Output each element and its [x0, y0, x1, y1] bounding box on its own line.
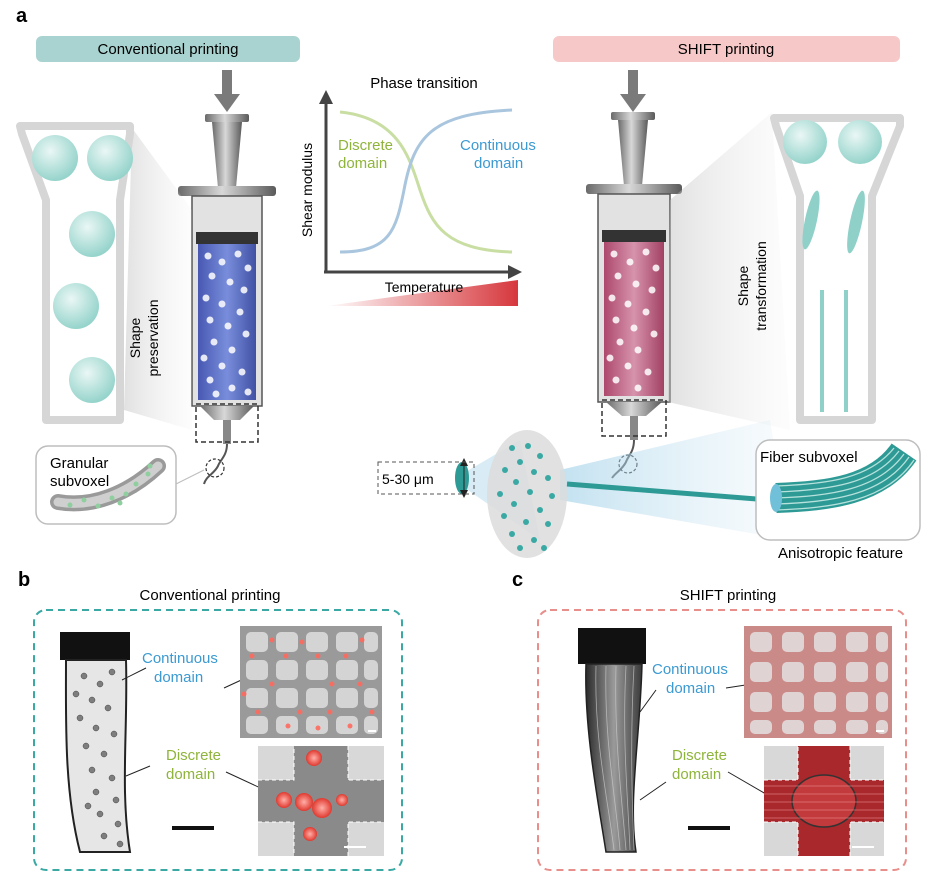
- cross-section-disc: [487, 430, 567, 558]
- discrete-domain-curve: [339, 110, 513, 254]
- continuous-domain-curve: [339, 108, 513, 254]
- discrete-label-1: Discrete: [338, 137, 393, 154]
- magnification-cone-right: [668, 112, 790, 430]
- discrete-label-2: domain: [338, 155, 387, 172]
- fiber-end-ellipse: [455, 462, 469, 494]
- nozzle-zoom-box-right: [601, 399, 667, 437]
- phase-transition-title: Phase transition: [370, 75, 478, 92]
- syringe-shift: [586, 70, 682, 479]
- temperature-gradient: [326, 280, 518, 306]
- shape-preservation-label-1: Shape: [127, 318, 143, 359]
- conventional-header-bar: [36, 36, 300, 62]
- panel-c-continuous-label-2: domain: [666, 680, 715, 697]
- panel-b-strand-image: [60, 632, 214, 853]
- size-label-box: [377, 461, 475, 495]
- syringe-conventional: [178, 70, 276, 485]
- panel-label-a: a: [16, 5, 28, 27]
- continuous-label-1: Continuous: [460, 137, 536, 154]
- panel-b-continuous-label-1: Continuous: [142, 650, 218, 667]
- magnification-cone-left: [124, 128, 192, 430]
- panel-c-strand-image: [578, 628, 730, 853]
- phase-plot-xlabel: Temperature: [385, 279, 464, 295]
- granular-label-2: subvoxel: [50, 473, 109, 490]
- panel-b-continuous-label-2: domain: [154, 669, 203, 686]
- light-beam: [560, 420, 790, 540]
- size-label: 5-30 μm: [382, 471, 434, 487]
- strand-zoom-circle-left: [205, 458, 225, 478]
- panel-c-closeup-image: [764, 746, 884, 856]
- panel-b-lattice-image: [240, 626, 382, 738]
- panel-b-frame: [33, 609, 403, 871]
- panel-c-lattice-image: [744, 626, 892, 738]
- shape-transformation-inset: [770, 114, 904, 424]
- shape-preservation-label-2: preservation: [145, 299, 161, 376]
- shape-preservation-inset: [16, 122, 134, 424]
- shift-header-bar: [553, 36, 900, 62]
- anisotropic-feature-label: Anisotropic feature: [778, 545, 903, 562]
- panel-label-b: b: [18, 569, 30, 591]
- panel-c-discrete-label-1: Discrete: [672, 747, 727, 764]
- phase-plot-ylabel: Shear modulus: [299, 143, 315, 237]
- shape-transformation-label-2: transformation: [753, 241, 769, 330]
- nozzle-zoom-box-left: [195, 403, 259, 443]
- shift-header-text: SHIFT printing: [678, 41, 774, 58]
- fiber-subvoxel-inset: [755, 439, 921, 541]
- panel-b-title: Conventional printing: [140, 587, 281, 604]
- panel-c-discrete-label-2: domain: [672, 766, 721, 783]
- panel-c-frame: [537, 609, 907, 871]
- phase-plot-axes: [319, 90, 522, 279]
- panel-b-closeup-image: [258, 746, 384, 856]
- fiber-subvoxel-label: Fiber subvoxel: [760, 449, 858, 466]
- panel-label-c: c: [512, 569, 523, 591]
- panel-b-discrete-label-1: Discrete: [166, 747, 221, 764]
- panel-b-discrete-label-2: domain: [166, 766, 215, 783]
- fiber-strand-line: [566, 481, 771, 503]
- panel-c-continuous-label-1: Continuous: [652, 661, 728, 678]
- granular-label-1: Granular: [50, 455, 108, 472]
- continuous-label-2: domain: [474, 155, 523, 172]
- conventional-header-text: Conventional printing: [98, 41, 239, 58]
- shape-transformation-label-1: Shape: [735, 266, 751, 307]
- panel-c-title: SHIFT printing: [680, 587, 776, 604]
- granular-subvoxel-inset: [35, 445, 205, 525]
